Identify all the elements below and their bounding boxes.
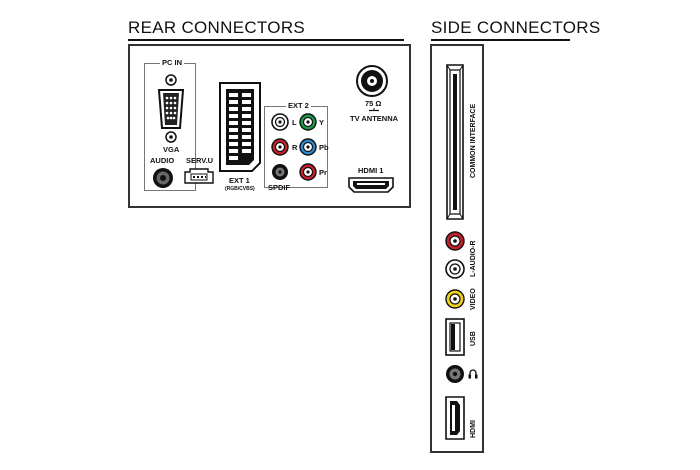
ohm-label: 75 Ω bbox=[365, 99, 382, 108]
audio-r-jack-icon[interactable] bbox=[271, 138, 289, 156]
r-label: R bbox=[292, 143, 298, 152]
side-panel: COMMON INTERFACE L-AUDIO-R VIDEO USB bbox=[430, 44, 484, 453]
rear-panel: PC IN VGA AUDIO SERV.U bbox=[128, 44, 411, 208]
y-component-jack-icon[interactable] bbox=[299, 113, 317, 131]
pc-in-label: PC IN bbox=[160, 58, 185, 67]
side-hdmi-label: HDMI bbox=[470, 420, 477, 438]
service-port-icon[interactable] bbox=[184, 168, 214, 184]
usb-port-icon[interactable] bbox=[445, 318, 465, 356]
pr-component-jack-icon[interactable] bbox=[299, 163, 317, 181]
side-audio-r-jack-icon[interactable] bbox=[445, 231, 465, 251]
pb-label: Pb bbox=[319, 143, 329, 152]
ground-symbol-icon bbox=[369, 108, 379, 112]
video-label: VIDEO bbox=[470, 288, 477, 310]
l-audio-r-label: L-AUDIO-R bbox=[470, 240, 477, 277]
vga-label: VGA bbox=[163, 145, 180, 154]
ext2-label: EXT 2 bbox=[286, 101, 311, 110]
side-audio-l-jack-icon[interactable] bbox=[445, 259, 465, 279]
l-label: L bbox=[292, 118, 297, 127]
hdmi1-port-icon[interactable] bbox=[348, 177, 394, 193]
rear-title-underline bbox=[128, 39, 404, 41]
vga-port-icon[interactable] bbox=[154, 74, 188, 144]
usb-label: USB bbox=[470, 331, 477, 346]
spdif-label: SPDIF bbox=[268, 183, 291, 192]
common-interface-slot-icon[interactable] bbox=[445, 64, 465, 220]
spdif-jack-icon[interactable] bbox=[271, 163, 289, 181]
audio-label: AUDIO bbox=[150, 156, 175, 165]
audio-l-jack-icon[interactable] bbox=[271, 113, 289, 131]
side-connectors-title: SIDE CONNECTORS bbox=[431, 18, 601, 37]
ext1-label: EXT 1 bbox=[229, 176, 250, 185]
y-label: Y bbox=[319, 118, 325, 127]
ext1-sublabel: (RGB/CVBS) bbox=[225, 186, 255, 192]
side-hdmi-port-icon[interactable] bbox=[445, 396, 465, 440]
tv-antenna-label: TV ANTENNA bbox=[350, 114, 399, 123]
headphone-jack-icon[interactable] bbox=[445, 364, 465, 384]
side-title-underline bbox=[431, 39, 570, 41]
audio-jack-icon[interactable] bbox=[151, 166, 175, 190]
antenna-port-icon[interactable] bbox=[355, 64, 389, 98]
serv-u-label: SERV.U bbox=[186, 156, 214, 165]
pr-label: Pr bbox=[319, 168, 327, 177]
rear-connectors-title: REAR CONNECTORS bbox=[128, 18, 306, 37]
pb-component-jack-icon[interactable] bbox=[299, 138, 317, 156]
hdmi1-label: HDMI 1 bbox=[358, 166, 384, 175]
headphone-icon bbox=[468, 369, 478, 379]
scart-port-icon[interactable] bbox=[218, 81, 262, 173]
side-video-jack-icon[interactable] bbox=[445, 289, 465, 309]
common-interface-label: COMMON INTERFACE bbox=[470, 103, 477, 178]
